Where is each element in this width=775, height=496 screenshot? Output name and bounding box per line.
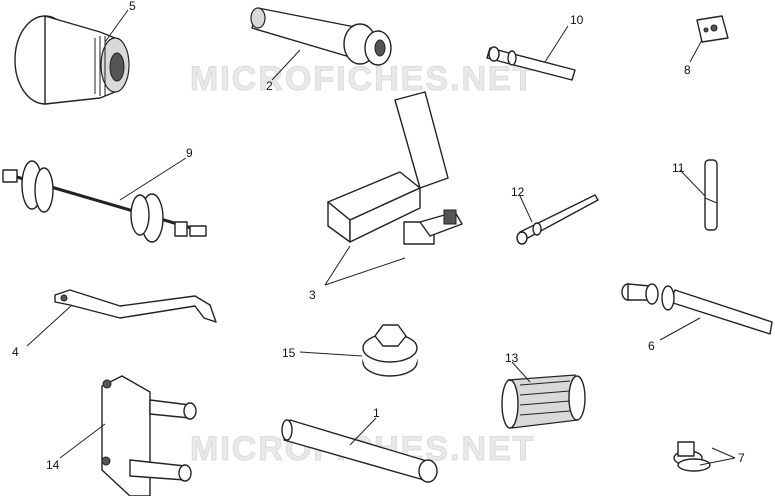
part-14-bracket — [101, 375, 197, 496]
part-1-tube — [281, 419, 438, 483]
leader-2 — [271, 49, 301, 81]
part-7-fittings — [673, 441, 711, 472]
leader-3b — [324, 257, 406, 286]
watermark-top: MICROFICHES.NET — [190, 60, 535, 98]
part-11-rod — [704, 159, 718, 231]
callout-5: 5 — [129, 0, 136, 13]
part-15-hex-cap — [362, 324, 418, 377]
leader-1 — [349, 417, 377, 446]
leader-12 — [519, 195, 533, 223]
callout-7: 7 — [738, 451, 745, 465]
leader-6 — [659, 317, 701, 341]
leader-3a — [324, 245, 351, 286]
leader-5 — [104, 9, 129, 43]
part-12-small-pin — [516, 194, 599, 245]
part-3-tool-case — [327, 91, 463, 245]
leader-8 — [689, 39, 703, 63]
callout-1: 1 — [373, 406, 380, 420]
leader-14 — [59, 423, 106, 459]
part-10-pin — [486, 46, 576, 81]
callout-10: 10 — [570, 13, 584, 27]
part-8-collar — [696, 15, 729, 43]
callout-9: 9 — [186, 146, 193, 160]
callout-8: 8 — [684, 63, 691, 77]
callout-2: 2 — [266, 79, 273, 93]
leader-10 — [544, 25, 569, 63]
leader-7b — [711, 447, 736, 459]
part-6-long-pin — [621, 283, 773, 335]
part-9-shaft-puller — [2, 160, 207, 243]
part-2-sleeve — [250, 7, 392, 66]
callout-13: 13 — [505, 351, 519, 365]
callout-14: 14 — [46, 458, 60, 472]
leader-15 — [299, 351, 363, 357]
leader-13 — [511, 361, 531, 383]
part-4-hook-spanner — [54, 289, 217, 323]
leader-11 — [679, 169, 706, 197]
callout-11: 11 — [672, 161, 685, 175]
callout-4: 4 — [12, 345, 19, 359]
leader-9 — [119, 157, 187, 201]
callout-12: 12 — [511, 185, 525, 199]
callout-3: 3 — [309, 288, 316, 302]
part-5-flanged-bush — [14, 15, 130, 105]
part-13-split-sleeve — [501, 374, 586, 429]
callout-6: 6 — [648, 339, 655, 353]
callout-15: 15 — [282, 346, 296, 360]
leader-7a — [699, 457, 736, 466]
leader-4 — [26, 304, 73, 347]
